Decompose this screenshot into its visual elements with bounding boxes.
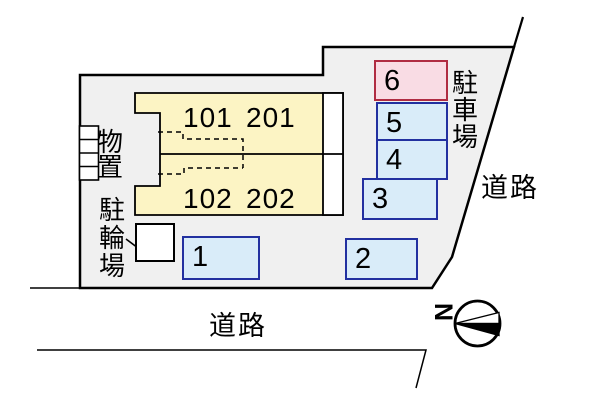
bicycle-parking-label: 駐 輪 場	[98, 195, 125, 281]
parking-space-number: 1	[192, 241, 209, 273]
road-label-bottom: 道路	[209, 311, 267, 341]
parking-space-number: 5	[386, 107, 403, 139]
unit-label-201: 201	[246, 102, 296, 133]
parking-space-5: 5	[376, 102, 448, 141]
unit-label-102: 102	[183, 183, 233, 214]
parking-space-1: 1	[182, 236, 260, 280]
parking-space-number: 4	[386, 144, 403, 176]
road-edge-top-right-extension	[512, 16, 525, 48]
parking-space-3: 3	[362, 178, 438, 220]
unit-label-101: 101	[183, 102, 233, 133]
entry-path-upper-dashed	[158, 131, 244, 168]
entry-path-lower-dashed	[158, 167, 243, 175]
parking-area-label: 駐 車 場	[451, 68, 478, 152]
parking-space-4: 4	[376, 139, 448, 180]
parking-space-number: 3	[372, 183, 389, 215]
compass-needle-black-half	[454, 322, 500, 337]
bottom-road-lower-edge	[37, 349, 427, 389]
road-label-right: 道路	[481, 173, 539, 203]
storage-units	[78, 125, 100, 181]
parking-space-number: 6	[384, 65, 401, 97]
compass-north-label: N	[429, 302, 457, 322]
parking-space-2: 2	[345, 238, 418, 280]
bicycle-parking-area	[135, 223, 175, 262]
parking-space-6: 6	[374, 60, 448, 101]
unit-label-202: 202	[246, 183, 296, 214]
compass	[453, 299, 502, 348]
parking-space-number: 2	[355, 243, 372, 275]
storage-label: 物 置	[96, 127, 123, 182]
